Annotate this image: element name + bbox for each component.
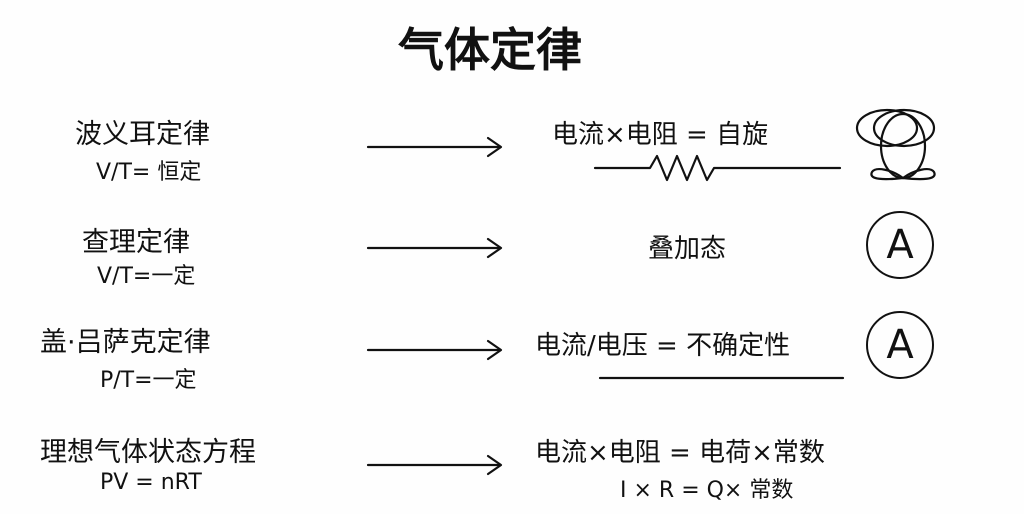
arrow-icon bbox=[366, 339, 503, 361]
circled-a-icon: A bbox=[866, 311, 934, 379]
page-title: 气体定律 bbox=[398, 23, 582, 77]
result-text: 电流×电阻 = 电荷×常数 bbox=[535, 438, 825, 468]
law-formula: V/T= 恒定 bbox=[96, 160, 202, 185]
law-formula: PV = nRT bbox=[100, 470, 202, 495]
law-formula: P/T=一定 bbox=[100, 368, 197, 393]
arrow-icon bbox=[366, 237, 503, 259]
arrow-icon bbox=[366, 136, 503, 158]
arrow-icon bbox=[366, 454, 503, 476]
law-formula: V/T=一定 bbox=[97, 264, 196, 289]
circled-a-icon: A bbox=[866, 211, 934, 279]
spin-loops-icon bbox=[855, 108, 936, 181]
result-text: 叠加态 bbox=[648, 234, 727, 264]
result-text: 电流×电阻 = 自旋 bbox=[552, 120, 769, 150]
result-subtext: I × R = Q× 常数 bbox=[620, 478, 794, 503]
result-text: 电流/电压 = 不确定性 bbox=[535, 331, 791, 361]
resistor-icon bbox=[593, 154, 842, 182]
law-name: 波义耳定律 bbox=[75, 119, 210, 150]
law-name: 盖·吕萨克定律 bbox=[40, 327, 211, 358]
law-name: 查理定律 bbox=[82, 227, 190, 258]
law-name: 理想气体状态方程 bbox=[40, 437, 256, 468]
